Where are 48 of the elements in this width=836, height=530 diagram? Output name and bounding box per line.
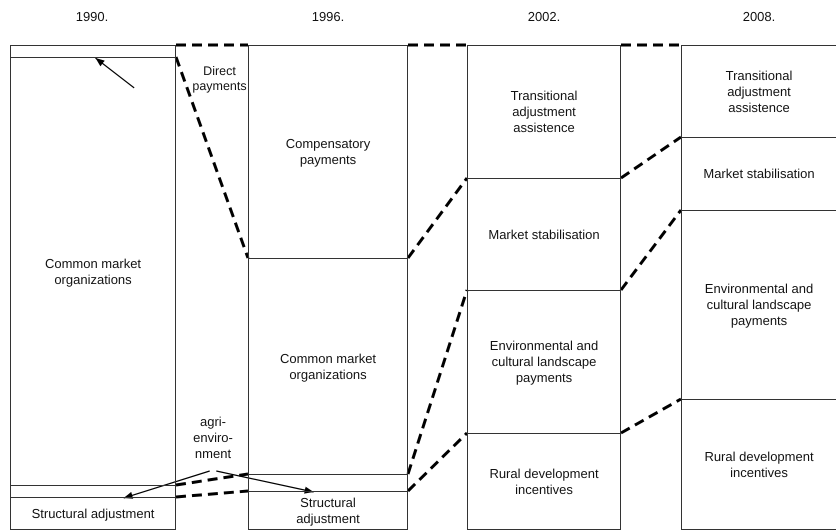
block-label: Transitional adjustment assistence xyxy=(724,68,794,116)
arrow xyxy=(95,58,135,88)
year-label: 2002. xyxy=(526,9,562,24)
dashed-connector xyxy=(406,290,468,474)
block-label: Transitional adjustment assistence xyxy=(510,88,578,136)
arrow xyxy=(216,470,314,494)
budget-block xyxy=(467,433,621,530)
year-label: 2008. xyxy=(742,9,776,24)
dashed-connector xyxy=(620,209,682,291)
dashed-connector xyxy=(408,44,467,46)
budget-block xyxy=(10,57,176,486)
budget-block xyxy=(467,45,621,179)
budget-block xyxy=(681,399,836,530)
thin-band xyxy=(10,485,176,498)
budget-block xyxy=(467,178,621,291)
block-label: Compensatory payments xyxy=(284,136,372,168)
dashed-connector xyxy=(621,44,681,46)
budget-block xyxy=(681,45,836,138)
budget-block xyxy=(467,290,621,434)
block-label: Environmental and cultural landscape payments xyxy=(704,281,814,329)
dashed-connector xyxy=(176,44,248,46)
dashed-connector xyxy=(406,432,468,492)
thin-band xyxy=(248,474,408,492)
annotation-text: Direct payments xyxy=(191,64,248,94)
dashed-connector xyxy=(176,490,248,498)
dashed-connector xyxy=(620,136,682,180)
block-label: Market stabilisation xyxy=(488,226,600,242)
budget-block xyxy=(248,491,408,530)
block-label: Common market organizations xyxy=(44,256,142,288)
dashed-connector xyxy=(620,398,682,434)
thin-band xyxy=(10,45,176,58)
budget-block xyxy=(248,45,408,259)
block-label: Common market organizations xyxy=(278,350,378,382)
budget-block xyxy=(248,258,408,475)
arrow xyxy=(124,470,210,499)
block-label: Environmental and cultural landscape payments xyxy=(488,338,600,386)
block-label: Structural adjustment xyxy=(32,506,154,522)
dashed-connector xyxy=(174,56,250,258)
year-label: 1996. xyxy=(310,9,346,24)
block-label: Market stabilisation xyxy=(703,166,815,182)
dashed-connector xyxy=(176,472,248,486)
block-label: Rural development incentives xyxy=(703,448,815,480)
block-label: Rural development incentives xyxy=(488,466,600,498)
budget-block xyxy=(10,497,176,530)
year-label: 1990. xyxy=(74,9,110,24)
annotation-text: agri- enviro- nment xyxy=(192,414,234,462)
block-label: Structural adjustment xyxy=(295,494,361,526)
dashed-connector xyxy=(406,177,468,259)
